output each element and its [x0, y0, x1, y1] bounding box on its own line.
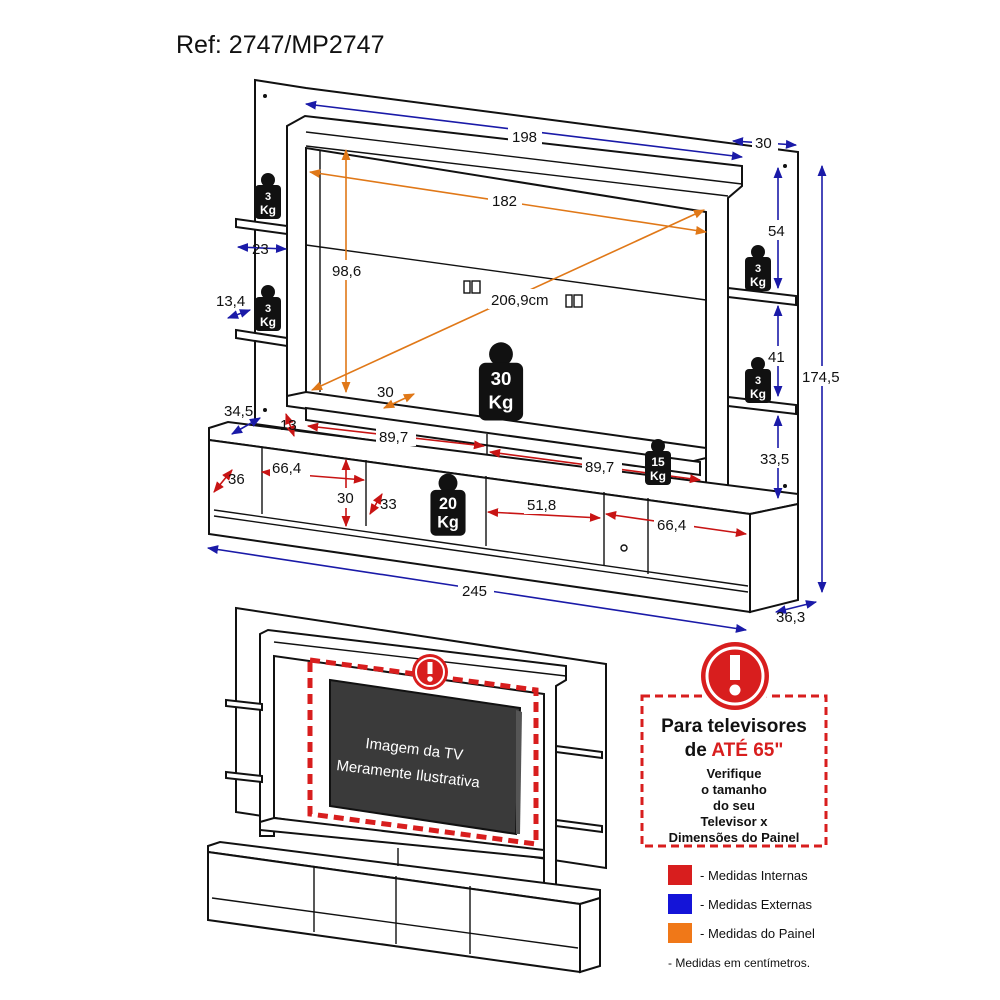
legend-swatch-external — [668, 894, 692, 914]
dim-right-top-gap: 54 — [768, 223, 785, 240]
svg-text:3: 3 — [265, 191, 271, 203]
svg-text:Kg: Kg — [260, 203, 276, 217]
legend-swatch-panel — [668, 923, 692, 943]
legend-label-internal: - Medidas Internas — [700, 868, 808, 883]
weight-right-top-icon: 3 Kg — [745, 245, 771, 291]
notice-detail-4: Televisor x — [701, 814, 769, 829]
dim-compartment-height: 30 — [337, 490, 354, 507]
notice-line2-highlight: ATÉ 65" — [711, 739, 783, 761]
svg-text:3: 3 — [755, 375, 761, 387]
footnote: - Medidas em centímetros. — [668, 956, 810, 970]
dim-left-shelf-depth: 13,4 — [216, 293, 245, 310]
tv-shelf — [286, 390, 707, 464]
svg-text:30: 30 — [491, 368, 512, 389]
dim-base-offset: 13 — [280, 417, 297, 434]
dim-width-top: 198 — [512, 129, 537, 146]
dim-panel-diagonal: 206,9cm — [491, 292, 549, 309]
legend-label-panel: - Medidas do Painel — [700, 926, 815, 941]
dim-compartment-3: 51,8 — [527, 497, 556, 514]
svg-text:15: 15 — [651, 455, 665, 469]
base-side — [749, 502, 799, 614]
dim-niche-right: 89,7 — [585, 459, 614, 476]
dim-left-shelf-width: 23 — [252, 241, 269, 258]
weight-right-mid-icon: 3 Kg — [745, 357, 771, 403]
dim-tv-shelf-depth: 30 — [377, 384, 394, 401]
dim-total-width: 245 — [462, 583, 487, 600]
right-shelf-top — [727, 286, 797, 307]
dimension-labels: 198 30 182 98,6 206,9cm 23 13,4 54 41 33… — [216, 126, 846, 626]
warning-large-icon — [697, 638, 773, 714]
dim-total-height: 174,5 — [802, 369, 840, 386]
notice-line2-prefix: de — [685, 740, 712, 761]
dim-compartment-2: 33 — [380, 496, 397, 513]
svg-text:3: 3 — [265, 303, 271, 315]
weight-niche-icon: 15 Kg — [645, 439, 671, 485]
dim-base-depth-left: 34,5 — [224, 403, 253, 420]
dim-niche-left: 89,7 — [379, 429, 408, 446]
notice-box: Para televisores de ATÉ 65" Verifique o … — [640, 638, 828, 848]
dim-right-low-gap: 33,5 — [760, 451, 789, 468]
svg-text:Kg: Kg — [750, 275, 766, 289]
legend: - Medidas Internas - Medidas Externas - … — [668, 865, 815, 970]
dim-right-mid-gap: 41 — [768, 349, 785, 366]
legend-label-external: - Medidas Externas — [700, 897, 812, 912]
legend-swatch-internal — [668, 865, 692, 885]
left-shelf-mid — [235, 328, 288, 348]
left-shelf-top — [235, 217, 288, 236]
weight-left-top-icon: 3 Kg — [255, 173, 281, 219]
dim-compartment-1-width: 66,4 — [272, 460, 301, 477]
notice-line1: Para televisores — [661, 716, 807, 737]
svg-text:Kg: Kg — [750, 387, 766, 401]
reference-title: Ref: 2747/MP2747 — [176, 31, 384, 59]
notice-detail-1: Verifique — [707, 766, 762, 781]
svg-text:3: 3 — [755, 263, 761, 275]
bottom-furniture: Imagem da TV Meramente Ilustrativa — [207, 606, 607, 974]
dim-panel-width: 182 — [492, 193, 517, 210]
svg-text:20: 20 — [439, 495, 457, 513]
svg-text:Kg: Kg — [489, 392, 514, 413]
svg-text:de ATÉ 65": de ATÉ 65" — [685, 739, 784, 761]
dim-compartment-4: 66,4 — [657, 517, 686, 534]
dim-compartment-1-depth: 36 — [228, 471, 245, 488]
svg-text:Kg: Kg — [437, 514, 459, 532]
warning-small-icon — [412, 654, 448, 690]
svg-text:Kg: Kg — [650, 469, 666, 483]
dim-panel-height: 98,6 — [332, 263, 361, 280]
dim-depth-top: 30 — [755, 135, 772, 152]
weight-base-icon: 20 Kg — [430, 473, 466, 536]
right-shelf-mid — [727, 395, 797, 416]
notice-detail-5: Dimensões do Painel — [669, 830, 800, 845]
svg-text:Kg: Kg — [260, 315, 276, 329]
notice-detail-2: o tamanho — [701, 782, 767, 797]
weight-left-mid-icon: 3 Kg — [255, 285, 281, 331]
notice-detail-3: do seu — [713, 798, 755, 813]
tv-limit-frame — [307, 657, 539, 847]
weight-tv-shelf-icon: 30 Kg — [478, 342, 524, 421]
dim-total-depth: 36,3 — [776, 609, 805, 626]
